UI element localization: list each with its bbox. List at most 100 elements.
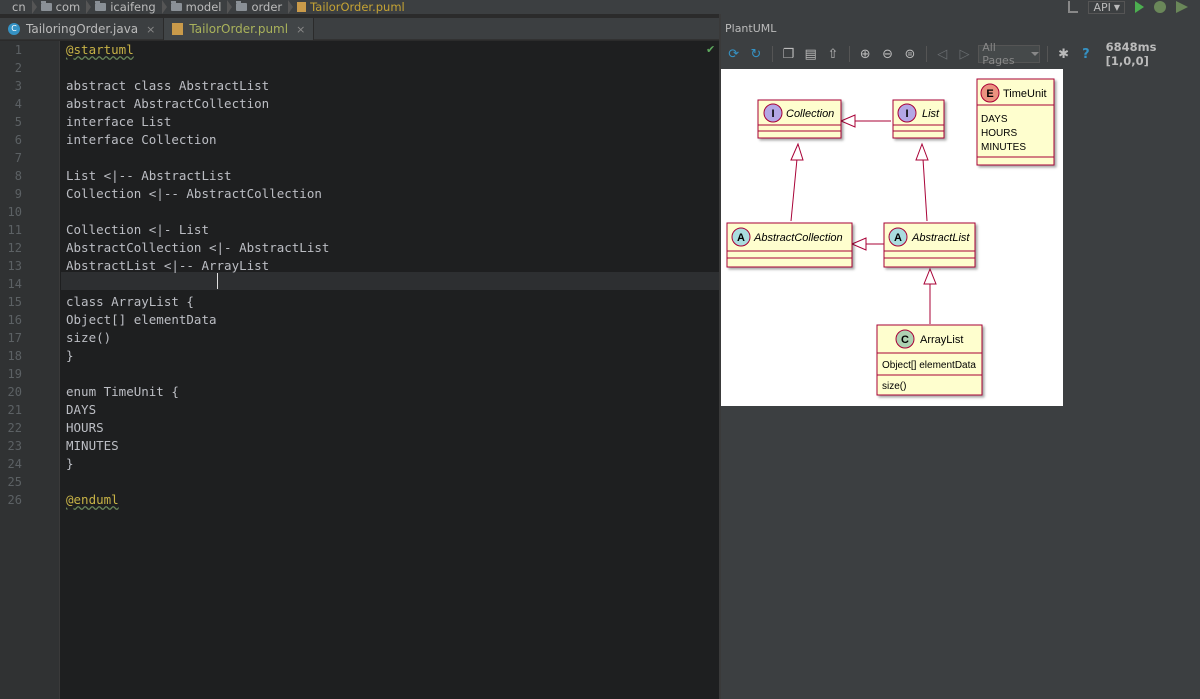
- breadcrumb-item-order[interactable]: order: [236, 0, 297, 14]
- statistics-icon[interactable]: [1068, 1, 1079, 13]
- sync-icon[interactable]: ↻: [750, 46, 762, 62]
- code-line[interactable]: AbstractList <|-- ArrayList: [66, 258, 270, 273]
- uml-class-name: ArrayList: [920, 334, 963, 346]
- uml-class-collection[interactable]: I Collection: [757, 99, 842, 139]
- pages-select[interactable]: All Pages: [978, 41, 1040, 67]
- code-line[interactable]: DAYS: [66, 402, 97, 417]
- plantuml-toolbar: ⟳ ↻ ❐ ▤ ⇧ ⊕ ⊖ ⊜ ◁ ▷ All Pages ✱ ? 6848ms…: [721, 40, 1200, 68]
- uml-enum-value: MINUTES: [981, 142, 1026, 153]
- code-line[interactable]: abstract class AbstractList: [66, 78, 270, 93]
- uml-class-name: AbstractList: [911, 232, 970, 244]
- code-area[interactable]: @startuml abstract class AbstractList ab…: [60, 41, 720, 699]
- breadcrumb-item-com[interactable]: com: [40, 0, 96, 14]
- line-number: 10: [7, 205, 22, 219]
- run-config-select[interactable]: API ▼: [1088, 0, 1125, 14]
- breadcrumb-item-file[interactable]: TailorOrder.puml: [297, 0, 405, 14]
- line-number: 11: [7, 223, 22, 237]
- code-line[interactable]: }: [66, 456, 74, 471]
- folder-icon: [170, 1, 182, 11]
- run-icon[interactable]: [1135, 1, 1144, 13]
- folder-icon: [40, 1, 52, 11]
- code-editor[interactable]: 1 2 3 4 5 6 7 8 9 10 11 12 13 14 15 16 1…: [0, 41, 720, 699]
- coverage-icon[interactable]: [1176, 1, 1188, 13]
- uml-class-name: AbstractCollection: [753, 232, 843, 244]
- breadcrumb-item-icaifeng[interactable]: icaifeng: [95, 0, 170, 14]
- toolbar-separator: [771, 46, 773, 62]
- code-line[interactable]: AbstractCollection <|- AbstractList: [66, 240, 330, 255]
- line-number: 8: [14, 169, 22, 183]
- uml-class-arraylist[interactable]: C ArrayList Object[] elementData size(): [876, 324, 983, 396]
- line-number: 20: [7, 385, 22, 399]
- code-line[interactable]: interface List: [66, 114, 172, 129]
- pane-divider[interactable]: [719, 14, 721, 699]
- editor-tab-bar: C TailoringOrder.java × TailorOrder.puml…: [0, 18, 720, 40]
- zoom-in-icon[interactable]: ⊕: [859, 46, 871, 62]
- folder-icon: [95, 1, 107, 11]
- breadcrumb-label: cn: [12, 0, 26, 14]
- code-line[interactable]: }: [66, 348, 74, 363]
- run-toolbar: API ▼: [1068, 0, 1200, 14]
- relation-abstractcollection-collection: [790, 158, 798, 222]
- java-class-icon: C: [8, 23, 20, 35]
- uml-class-name: Collection: [786, 108, 834, 120]
- code-line[interactable]: enum TimeUnit {: [66, 384, 179, 399]
- dropdown-arrow-icon: ▼: [1113, 2, 1120, 12]
- zoom-actual-icon[interactable]: ⊜: [904, 46, 916, 62]
- code-line[interactable]: class ArrayList {: [66, 294, 194, 309]
- uml-enum-timeunit[interactable]: E TimeUnit DAYS HOURS MINUTES: [976, 78, 1055, 166]
- uml-diagram[interactable]: I Collection I List E TimeUnit DAYS: [721, 69, 1063, 406]
- folder-icon: [236, 1, 248, 11]
- inheritance-arrow-icon: [923, 267, 937, 285]
- settings-icon[interactable]: ✱: [1058, 46, 1070, 62]
- code-line[interactable]: MINUTES: [66, 438, 119, 453]
- export-icon[interactable]: ⇧: [827, 46, 839, 62]
- code-line[interactable]: Object[] elementData: [66, 312, 217, 327]
- uml-class-abstract-collection[interactable]: A AbstractCollection: [726, 222, 853, 268]
- toolbar-separator: [925, 46, 927, 62]
- code-line[interactable]: Collection <|- List: [66, 222, 209, 237]
- line-number: 15: [7, 295, 22, 309]
- line-number: 5: [14, 115, 22, 129]
- dropdown-arrow-icon: [1030, 52, 1039, 56]
- render-timing: 6848ms [1,0,0]: [1105, 40, 1157, 68]
- line-number: 13: [7, 259, 22, 273]
- tab-tailor-order-puml[interactable]: TailorOrder.puml ×: [164, 18, 315, 40]
- close-icon[interactable]: ×: [146, 22, 156, 36]
- uml-method: size(): [882, 381, 906, 392]
- previous-page-icon[interactable]: ◁: [937, 46, 948, 62]
- tab-tailoring-order-java[interactable]: C TailoringOrder.java ×: [0, 18, 165, 40]
- line-number: 9: [14, 187, 22, 201]
- uml-enum-value: HOURS: [981, 128, 1017, 139]
- code-line[interactable]: List <|-- AbstractList: [66, 168, 232, 183]
- code-line[interactable]: @enduml: [66, 492, 119, 507]
- help-icon[interactable]: ?: [1082, 46, 1090, 62]
- code-line[interactable]: @startuml: [66, 42, 134, 57]
- next-page-icon[interactable]: ▷: [959, 46, 970, 62]
- uml-enum-value: DAYS: [981, 114, 1008, 125]
- save-icon[interactable]: ▤: [804, 46, 817, 62]
- uml-stereotype: I: [771, 108, 774, 120]
- zoom-out-icon[interactable]: ⊖: [882, 46, 894, 62]
- code-line[interactable]: HOURS: [66, 420, 104, 435]
- uml-class-abstract-list[interactable]: A AbstractList: [883, 222, 976, 268]
- line-number: 25: [7, 475, 22, 489]
- refresh-icon[interactable]: ⟳: [728, 46, 740, 62]
- line-number: 21: [7, 403, 22, 417]
- debug-icon[interactable]: [1154, 1, 1166, 13]
- copy-icon[interactable]: ❐: [782, 46, 795, 62]
- line-number: 12: [7, 241, 22, 255]
- line-number-gutter: 1 2 3 4 5 6 7 8 9 10 11 12 13 14 15 16 1…: [0, 41, 60, 699]
- pages-select-value: All Pages: [982, 41, 1015, 67]
- breadcrumb-item-cn[interactable]: cn: [0, 0, 41, 14]
- breadcrumb-label: icaifeng: [110, 0, 156, 14]
- code-line[interactable]: size(): [66, 330, 112, 345]
- code-line[interactable]: abstract AbstractCollection: [66, 96, 270, 111]
- uml-class-list[interactable]: I List: [892, 99, 945, 139]
- close-icon[interactable]: ×: [296, 22, 306, 36]
- breadcrumb-separator: [31, 0, 37, 14]
- breadcrumb-label: model: [185, 0, 222, 14]
- code-line[interactable]: Collection <|-- AbstractCollection: [66, 186, 322, 201]
- code-line[interactable]: interface Collection: [66, 132, 217, 147]
- inspection-ok-icon[interactable]: ✔: [706, 43, 716, 56]
- breadcrumb-item-model[interactable]: model: [170, 0, 237, 14]
